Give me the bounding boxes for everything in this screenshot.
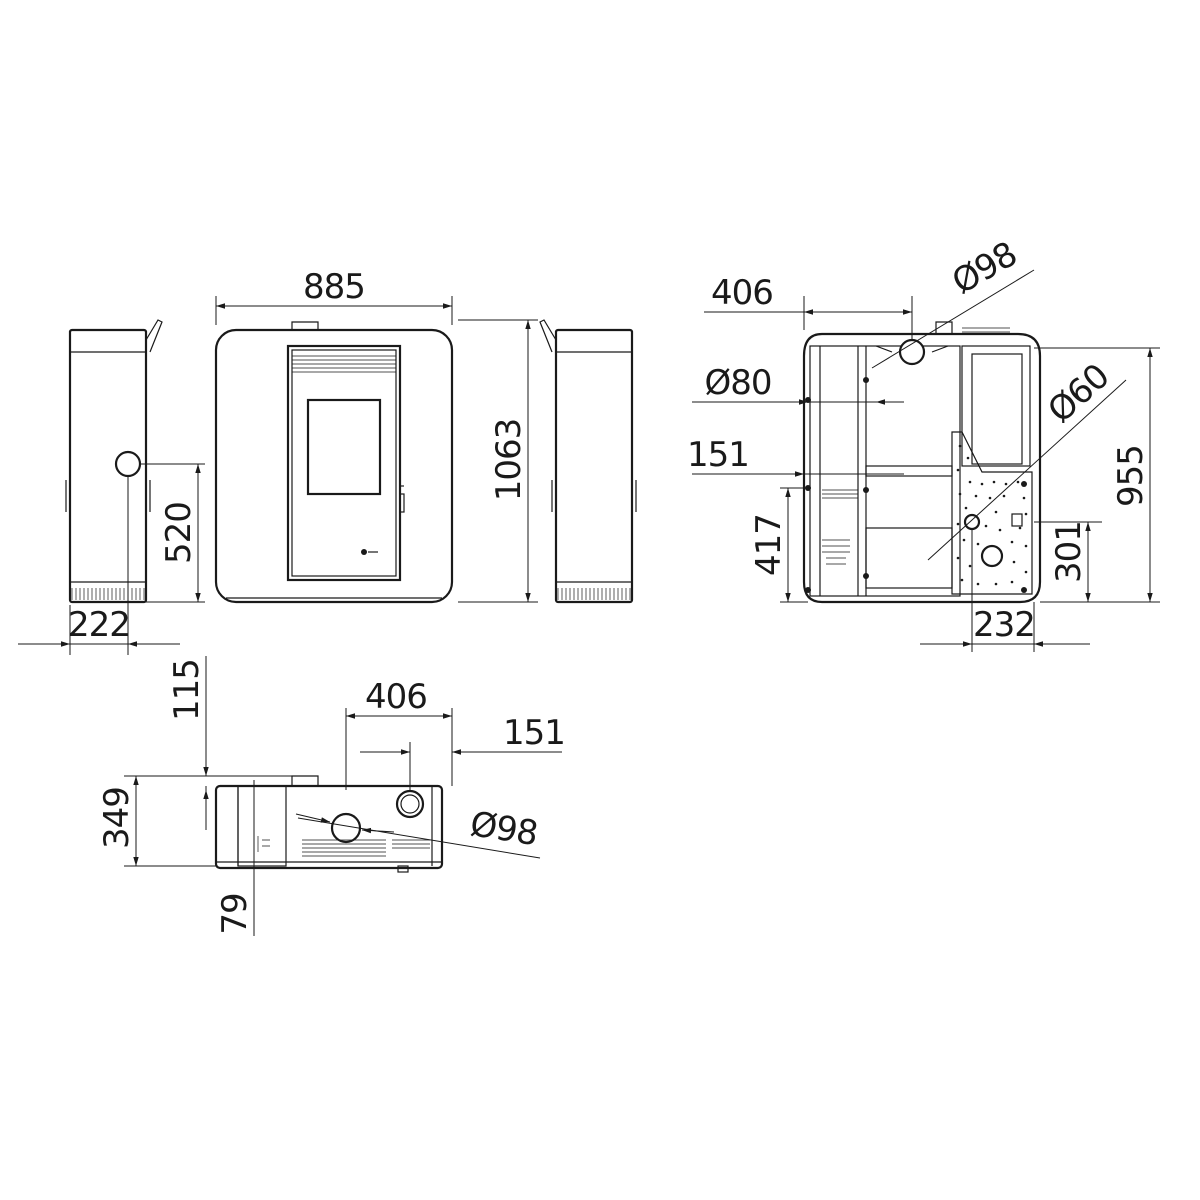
rear-air-intake-circle xyxy=(980,544,1004,568)
dim-top-depth-label: 349 xyxy=(97,787,137,849)
dim-top-lower-offset-label: 79 xyxy=(215,893,255,934)
top-body xyxy=(214,784,444,870)
dim-total-height-label: 955 xyxy=(1111,445,1151,507)
side-view-left-body xyxy=(65,319,163,604)
perforation-dots xyxy=(956,444,1028,586)
dim-flue-diameter-label: Ø98 xyxy=(945,234,1023,302)
dim-aux-offset-label: 232 xyxy=(973,605,1035,645)
dim-width-label: 885 xyxy=(303,267,365,307)
dim-top-flue-setback-label: 115 xyxy=(167,659,207,721)
dim-aux-height-label: 301 xyxy=(1049,521,1089,583)
dim-top-offset-label: 406 xyxy=(711,273,773,313)
side-outlet-circle xyxy=(114,450,142,478)
perforated-panel xyxy=(951,431,1033,595)
dim-air-intake-diameter-label: Ø80 xyxy=(704,363,771,403)
dim-outlet-height-label: 520 xyxy=(159,502,199,564)
dim-top-flue-diameter-label: Ø98 xyxy=(467,804,539,854)
dim-depth-label: 222 xyxy=(68,605,130,645)
rear-body xyxy=(802,332,1042,604)
front-logo xyxy=(361,549,367,555)
side-view-right xyxy=(539,319,637,604)
dim-top-intake-offset-label: 151 xyxy=(503,713,565,753)
rear-view: 406 Ø98 Ø80 151 417 Ø60 955 301 xyxy=(687,234,1160,652)
front-body xyxy=(214,328,454,604)
front-view: 885 1063 xyxy=(214,267,538,604)
dim-aux-diameter-label: Ø60 xyxy=(1040,357,1117,432)
dim-top-flue-offset-label: 406 xyxy=(365,677,427,717)
front-door-frame xyxy=(286,344,402,582)
front-glass-window xyxy=(306,398,382,496)
side-view-left: 520 222 xyxy=(18,319,205,655)
top-view: 406 151 115 349 79 Ø98 xyxy=(97,656,566,936)
dim-air-intake-offset-label: 151 xyxy=(687,435,749,475)
dim-height-label: 1063 xyxy=(489,419,529,502)
dim-air-intake-height-label: 417 xyxy=(749,514,789,576)
